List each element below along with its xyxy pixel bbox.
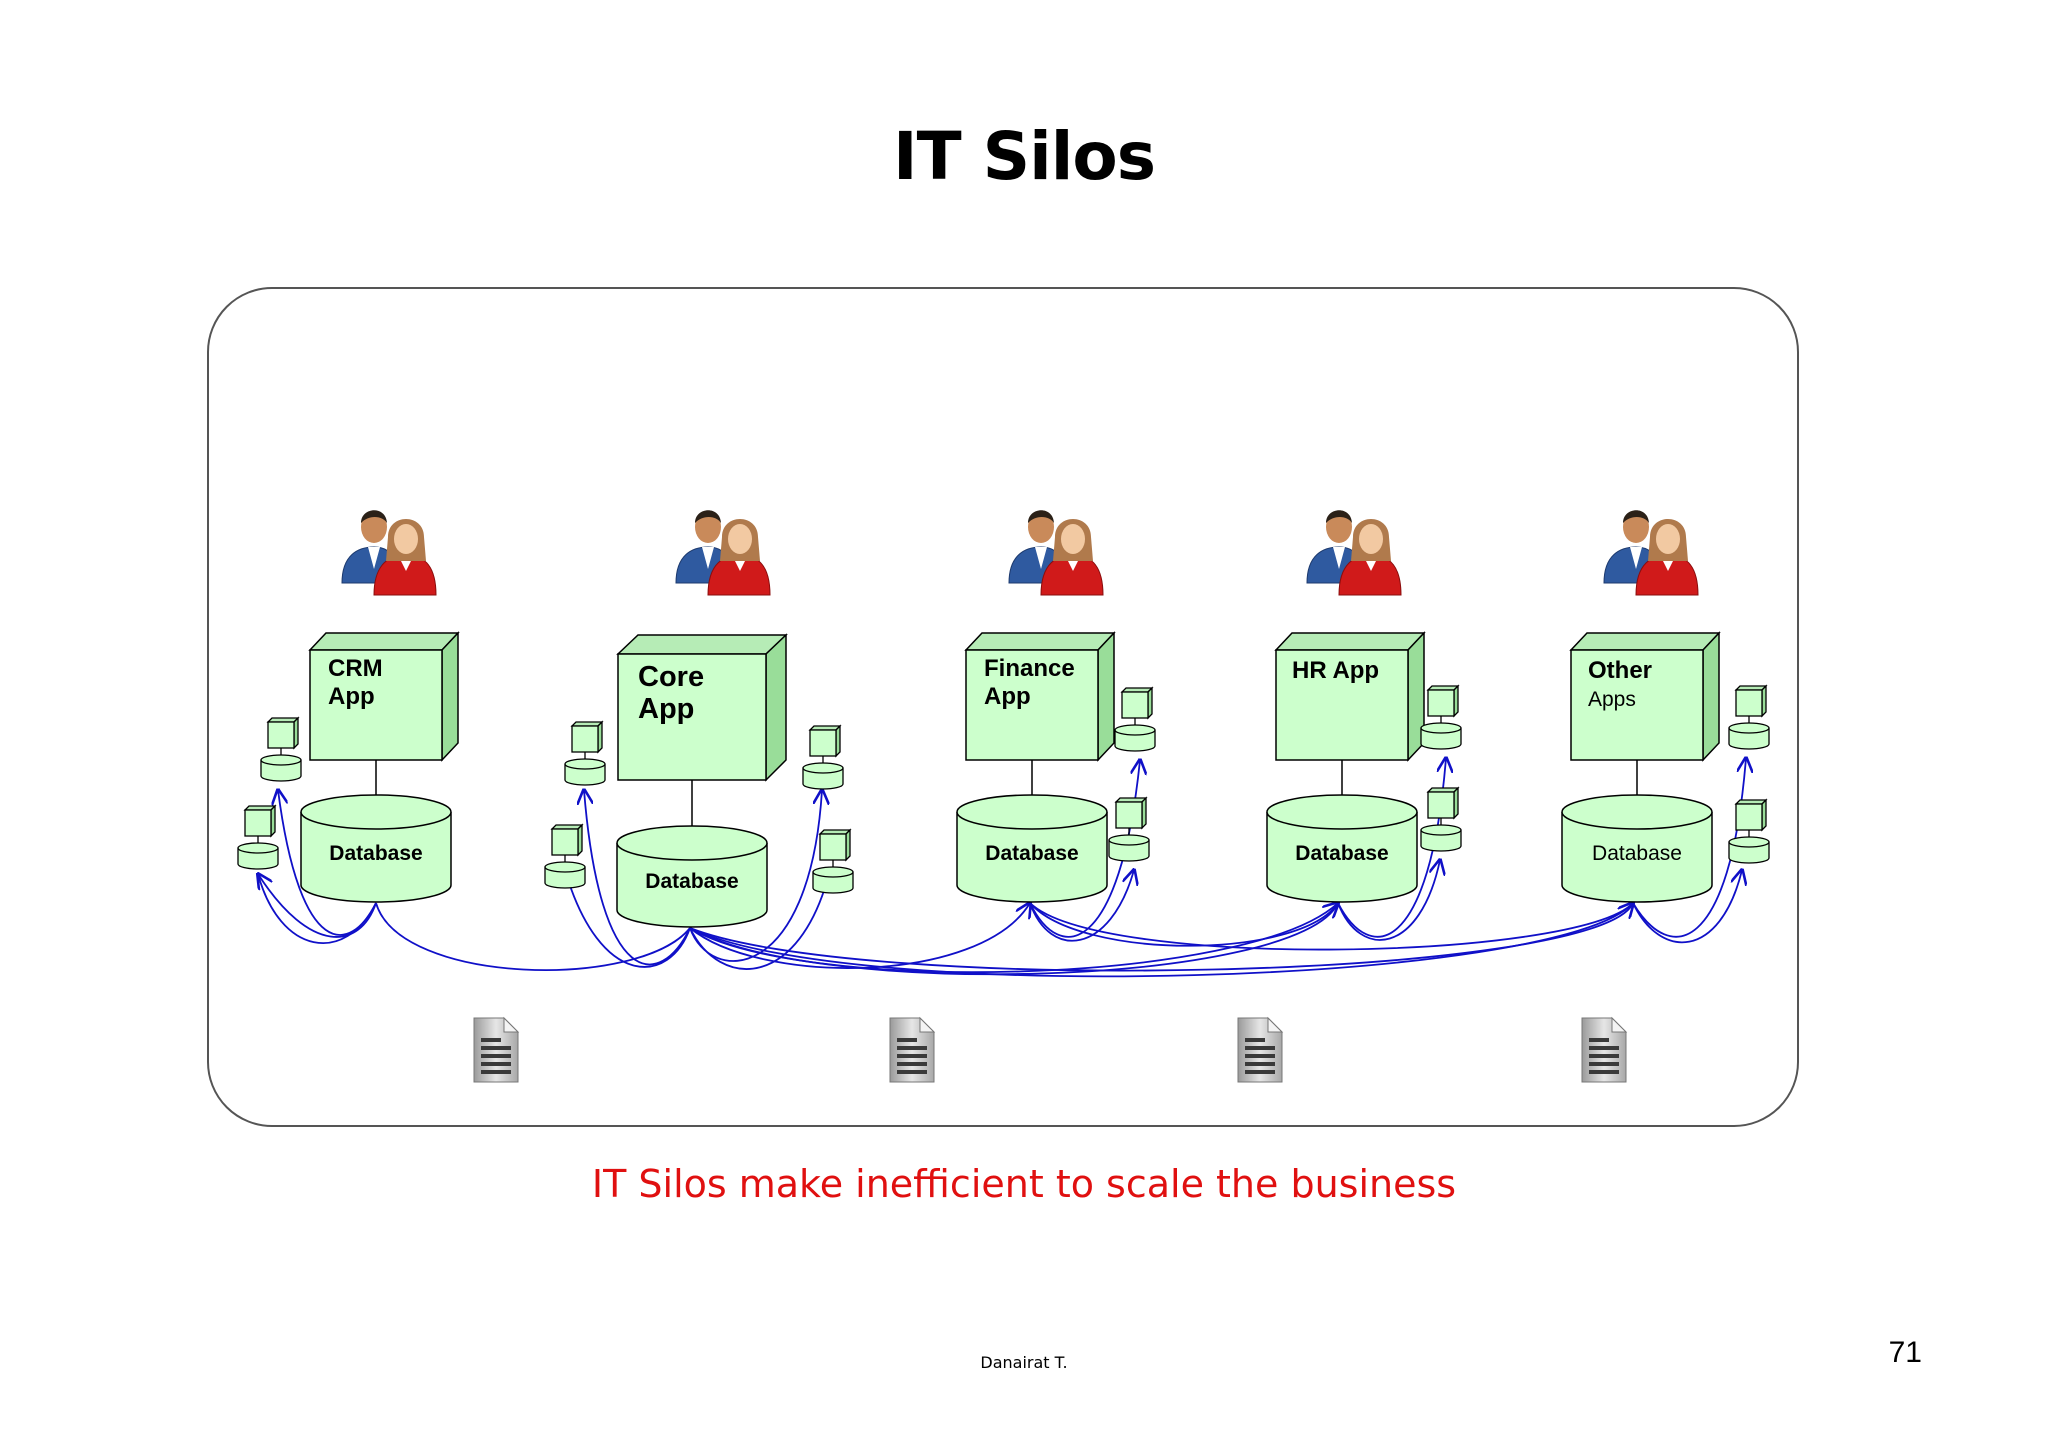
connector-arrow	[375, 902, 691, 971]
app-label-line1: Other	[1588, 657, 1652, 684]
database-icon	[300, 794, 452, 903]
silo-core: Core App Database	[616, 633, 788, 928]
cube-icon	[308, 631, 460, 762]
database-icon	[956, 794, 1108, 903]
cube-icon	[964, 631, 1116, 762]
slide-title: IT Silos	[893, 118, 1156, 195]
app-label-line2: Apps	[1588, 688, 1636, 711]
connector-arrow	[1029, 902, 1634, 951]
document-icon	[1237, 1016, 1284, 1083]
silo-crm: CRM App Database	[300, 631, 460, 903]
users-icon	[675, 510, 771, 596]
connector-arrow	[1337, 860, 1440, 941]
connector-arrow	[565, 870, 691, 968]
connector-arrow	[584, 790, 691, 966]
app-label-line1: Finance	[984, 655, 1075, 682]
users-icon	[1306, 510, 1402, 596]
cube-icon	[1274, 631, 1426, 762]
slide-author: Danairat T.	[980, 1353, 1068, 1372]
database-label: Database	[645, 870, 738, 893]
cube-icon	[616, 633, 788, 782]
component-icon	[1420, 684, 1462, 750]
silo-finance: Finance App Database	[956, 631, 1116, 903]
users-icon	[341, 510, 437, 596]
database-icon	[1561, 794, 1713, 903]
database-label: Database	[329, 842, 422, 865]
document-icon	[889, 1016, 936, 1083]
diagram-frame	[207, 287, 1799, 1127]
app-label-line1: CRM	[328, 655, 383, 682]
connector-arrow	[258, 874, 377, 938]
users-icon	[1008, 510, 1104, 596]
cube-icon	[1569, 631, 1721, 762]
app-label-line2: App	[984, 683, 1031, 710]
component-icon	[260, 716, 302, 782]
component-icon	[802, 724, 844, 790]
database-label: Database	[985, 842, 1078, 865]
users-icon	[1603, 510, 1699, 596]
connector-arrow	[689, 903, 1633, 978]
document-icon	[1581, 1016, 1628, 1083]
connector-arrow	[1632, 870, 1742, 944]
app-label-line2: App	[638, 693, 694, 725]
app-label-line1: HR App	[1292, 657, 1379, 684]
connector-arrow	[689, 902, 1339, 976]
component-icon	[564, 720, 606, 786]
component-icon	[544, 823, 586, 889]
silo-hr: HR App Database	[1266, 631, 1426, 903]
component-icon	[1728, 684, 1770, 750]
component-icon	[237, 804, 279, 870]
slide-caption: IT Silos make inefficient to scale the b…	[591, 1162, 1457, 1206]
database-label: Database	[1592, 842, 1682, 865]
connector-arrow	[1029, 902, 1339, 947]
component-icon	[1114, 686, 1156, 752]
connector-arrow	[257, 873, 377, 944]
database-label: Database	[1295, 842, 1388, 865]
component-icon	[1728, 798, 1770, 864]
connector-arrow	[1029, 870, 1134, 942]
app-label-line1: Core	[638, 661, 704, 693]
database-icon	[1266, 794, 1418, 903]
connector-arrow	[689, 902, 1634, 972]
component-icon	[1420, 786, 1462, 852]
connector-arrow	[689, 903, 1338, 974]
database-icon	[616, 825, 768, 928]
component-icon	[1108, 796, 1150, 862]
silo-other: Other Apps Database	[1561, 631, 1721, 903]
app-label-line2: App	[328, 683, 375, 710]
document-icon	[473, 1016, 520, 1083]
component-icon	[812, 828, 854, 894]
page-number: 71	[1888, 1336, 1922, 1369]
